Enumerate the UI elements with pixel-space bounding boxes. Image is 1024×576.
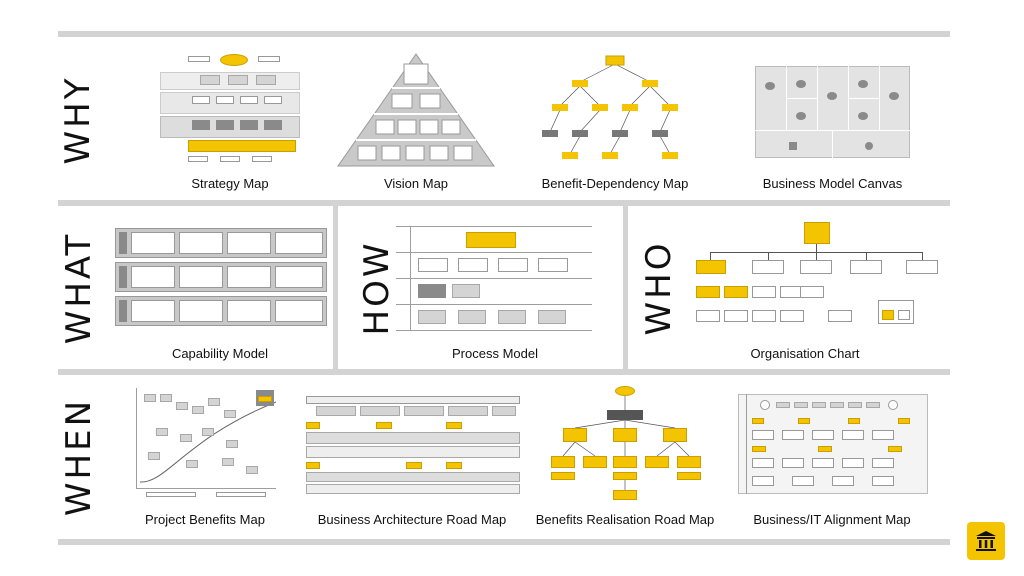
divider-what-how xyxy=(333,206,338,369)
caption-business-it-alignment-map: Business/IT Alignment Map xyxy=(753,512,911,527)
caption-process-model: Process Model xyxy=(452,346,538,361)
divider-bottom xyxy=(58,539,950,545)
row-label-who: WHO xyxy=(639,240,679,336)
strategy-map-thumbnail[interactable] xyxy=(160,54,300,166)
benefits-realisation-road-map-thumbnail[interactable] xyxy=(545,386,705,502)
row-label-when: WHEN xyxy=(59,397,99,517)
divider-top xyxy=(58,31,950,37)
divider-what-when xyxy=(58,369,950,375)
business-architecture-road-map-thumbnail[interactable] xyxy=(306,396,520,496)
caption-benefits-realisation-road-map: Benefits Realisation Road Map xyxy=(535,512,715,527)
caption-project-benefits-map: Project Benefits Map xyxy=(145,512,265,527)
caption-strategy-map: Strategy Map xyxy=(191,176,269,191)
caption-benefit-dependency-map: Benefit-Dependency Map xyxy=(541,176,689,191)
row-label-how: HOW xyxy=(357,240,397,336)
business-it-alignment-map-thumbnail[interactable] xyxy=(738,394,928,494)
bank-icon-glyph xyxy=(976,531,996,551)
organisation-chart-thumbnail[interactable] xyxy=(688,222,940,330)
business-model-canvas-thumbnail[interactable] xyxy=(755,66,910,158)
bank-icon[interactable] xyxy=(967,522,1005,560)
caption-business-architecture-road-map: Business Architecture Road Map xyxy=(317,512,507,527)
caption-organisation-chart: Organisation Chart xyxy=(750,346,860,361)
project-benefits-map-thumbnail[interactable] xyxy=(126,388,278,498)
vision-map-thumbnail[interactable] xyxy=(336,52,496,168)
divider-how-who xyxy=(623,206,628,369)
benefit-dependency-map-thumbnail[interactable] xyxy=(540,54,690,166)
caption-vision-map: Vision Map xyxy=(383,176,449,191)
row-label-why: WHY xyxy=(58,75,98,165)
process-model-thumbnail[interactable] xyxy=(396,226,592,331)
row-label-what: WHAT xyxy=(59,231,99,345)
capability-model-thumbnail[interactable] xyxy=(115,228,327,326)
divider-why-what xyxy=(58,200,950,206)
caption-business-model-canvas: Business Model Canvas xyxy=(762,176,903,191)
caption-capability-model: Capability Model xyxy=(171,346,269,361)
